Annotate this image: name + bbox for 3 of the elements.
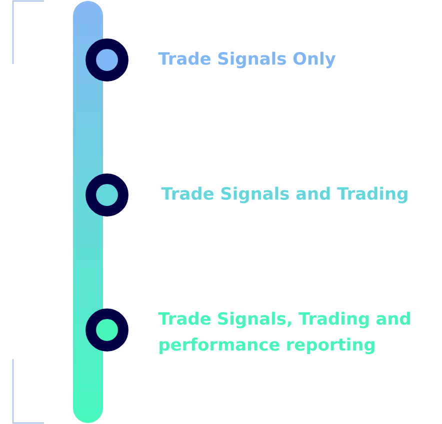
step-label: Trade Signals, Trading and performance reporting	[158, 312, 410, 354]
step-label: Trade Signals and Trading	[161, 186, 408, 204]
step-label: Trade Signals Only	[158, 52, 336, 68]
